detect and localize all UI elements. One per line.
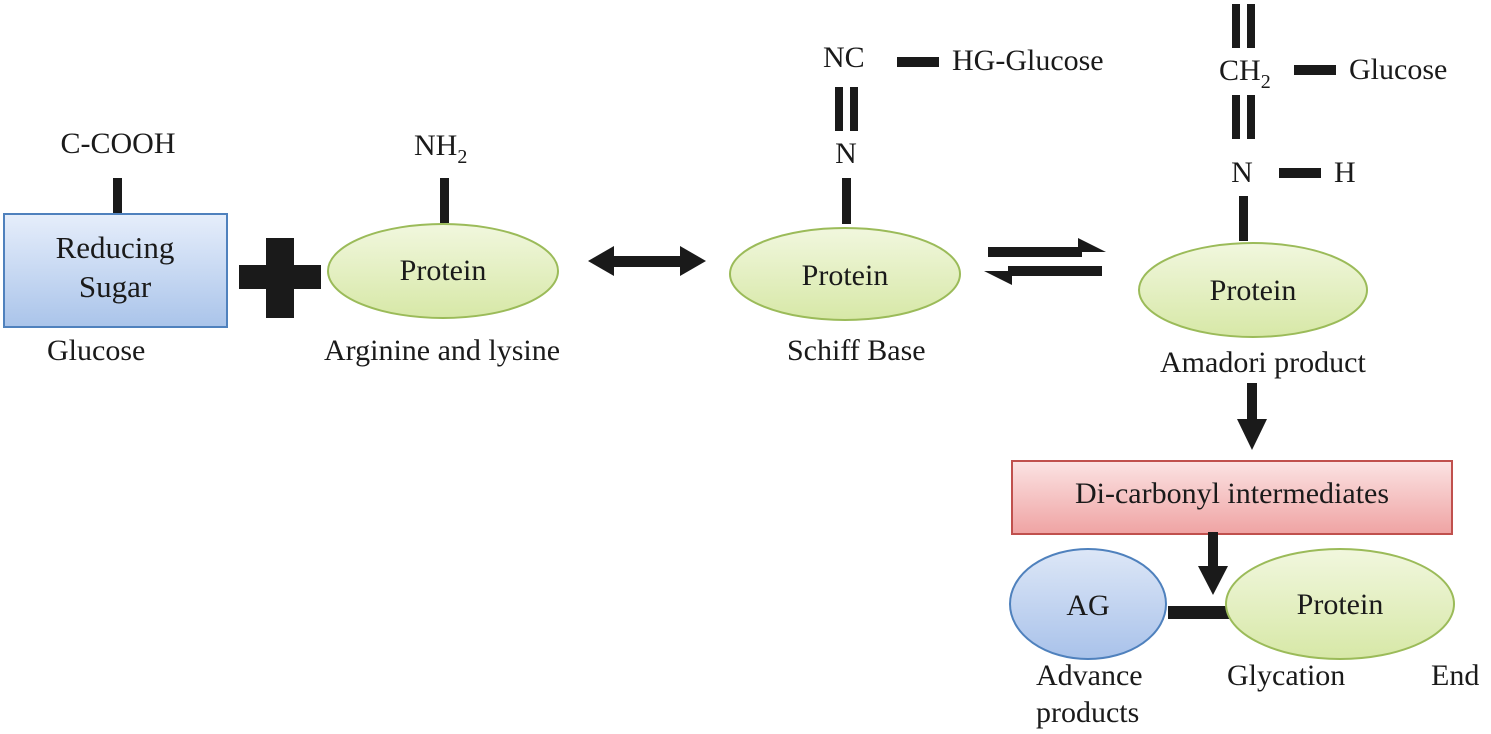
dicarbonyl-box [1011, 460, 1453, 535]
protein-ellipse-final [1225, 548, 1455, 660]
amadori-double-bond [1232, 95, 1255, 139]
sugar-box-line1: Reducing [56, 230, 175, 265]
protein-label-final: Protein [1297, 588, 1384, 621]
down-arrow-icon [1237, 383, 1267, 450]
schiff-double-bond [835, 87, 858, 131]
amadori-bond-line [1239, 196, 1248, 241]
amadori-n-atom: N [1231, 156, 1253, 189]
down-arrow-final-icon [1198, 532, 1228, 595]
end-caption: End [1431, 659, 1479, 692]
dicarbonyl-label: Di-carbonyl intermediates [1075, 477, 1389, 510]
nh-side-bond [1279, 168, 1321, 178]
protein-label-amadori: Protein [1210, 274, 1297, 307]
amadori-h-atom: H [1334, 156, 1356, 189]
ag-ellipse [1009, 548, 1167, 660]
nh2-bond-line [440, 178, 449, 223]
sugar-box-line2: Sugar [79, 269, 152, 304]
protein-ellipse-amadori [1138, 242, 1368, 338]
nc-side-bond [897, 57, 939, 67]
protein-ellipse-schiff [729, 227, 961, 321]
arginine-lysine-caption: Arginine and lysine [324, 334, 560, 367]
protein-label-reactant: Protein [400, 254, 487, 287]
reducing-sugar-box [3, 213, 228, 328]
sugar-caption: Glucose [47, 334, 145, 367]
double-arrow-icon [588, 246, 706, 276]
plus-icon [239, 238, 321, 318]
ag-label: AG [1066, 589, 1109, 622]
sugar-bond-line [113, 178, 122, 223]
equilibrium-arrows-icon [984, 238, 1106, 285]
nh2-group-label: NH2 [414, 129, 467, 168]
hg-glucose-label: HG-Glucose [952, 44, 1104, 77]
sugar-group-label: C-COOH [60, 127, 175, 160]
schiff-base-caption: Schiff Base [787, 334, 926, 367]
ch2-side-bond [1294, 65, 1336, 75]
protein-label-schiff: Protein [802, 259, 889, 292]
schiff-n-atom: N [835, 137, 857, 170]
protein-ellipse-reactant [327, 223, 559, 319]
glycation-caption: Glycation [1227, 659, 1345, 692]
advance-caption: Advance [1036, 659, 1143, 692]
ch2-group-label: CH2 [1219, 54, 1271, 93]
schiff-bond-line [842, 178, 851, 224]
amadori-glucose-label: Glucose [1349, 53, 1447, 86]
nc-group-label: NC [823, 41, 865, 74]
amadori-top-double-bond [1232, 4, 1255, 48]
products-caption: products [1036, 696, 1139, 729]
amadori-product-caption: Amadori product [1160, 346, 1366, 379]
ag-protein-bond [1168, 606, 1230, 619]
